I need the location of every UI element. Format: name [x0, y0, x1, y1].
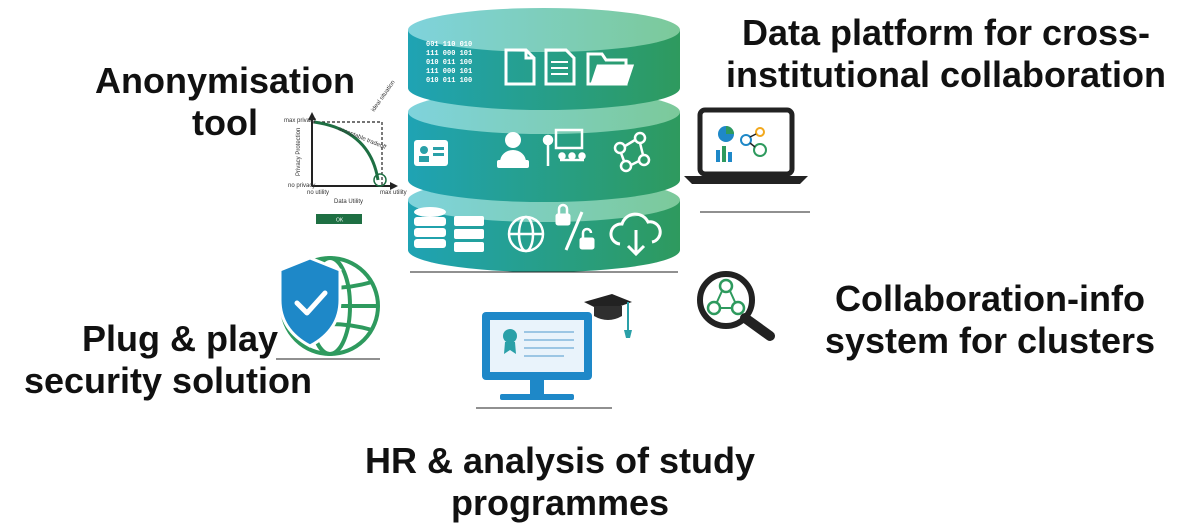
plug-play-security-label: Plug & play security solution	[8, 318, 328, 402]
x-axis-label: Data Utility	[334, 199, 363, 205]
presenter-icon	[542, 128, 586, 166]
top-disc: 001 110 010 111 000 101 010 011 100 111 …	[408, 8, 680, 110]
label-line: system for clusters	[824, 320, 1156, 361]
search-network-icon	[697, 271, 775, 341]
label-line: security solution	[23, 360, 313, 401]
label-line: HR & analysis of study	[364, 440, 756, 481]
developer-icon	[497, 132, 529, 168]
laptop-analytics-icon	[684, 107, 810, 213]
binary-line: 111 000 101	[426, 50, 472, 58]
shield-globe-icon	[276, 256, 380, 360]
max-privacy-label: max privacy	[284, 118, 316, 124]
monitor-certificate-icon	[476, 312, 612, 409]
label-line: institutional collaboration	[726, 54, 1166, 95]
text-document-icon	[544, 48, 576, 86]
binary-line: 001 110 010	[426, 41, 472, 49]
data-platform-label: Data platform for cross- institutional c…	[706, 12, 1186, 96]
id-card-icon	[414, 140, 448, 166]
max-utility-label: max utility	[380, 190, 407, 196]
label-line: Collaboration-info	[835, 278, 1145, 319]
binary-line: 010 011 100	[426, 59, 472, 67]
tradeoff-curve	[313, 120, 380, 181]
ok-button-label: OK	[336, 218, 344, 224]
hr-analysis-label: HR & analysis of study programmes	[330, 440, 790, 524]
collaboration-info-label: Collaboration-info system for clusters	[800, 278, 1180, 362]
ok-button	[316, 214, 362, 224]
binary-line: 111 000 101	[426, 68, 472, 76]
folder-icon	[586, 52, 635, 86]
globe-icon	[507, 215, 545, 253]
database-stack: 001 110 010 111 000 101 010 011 100 111 …	[408, 8, 680, 273]
binary-code-icon: 001 110 010 111 000 101 010 011 100 111 …	[426, 41, 472, 85]
anonymisation-tool-label: Anonymisation tool	[60, 60, 390, 144]
y-axis-label: Privacy Protection	[296, 128, 302, 176]
server-icon	[454, 216, 484, 252]
cloud-download-icon	[609, 212, 662, 257]
label-line: programmes	[450, 482, 670, 523]
graduation-cap-icon	[584, 294, 632, 338]
binary-line: 010 011 100	[426, 77, 472, 85]
label-line: Anonymisation	[94, 60, 355, 101]
database-icon	[414, 207, 446, 248]
label-line: Plug & play	[81, 318, 278, 359]
no-privacy-label: no privacy	[288, 183, 315, 189]
label-line: Data platform for cross-	[741, 12, 1151, 53]
no-utility-label: no utility	[307, 190, 329, 196]
lock-unlock-icon	[555, 203, 595, 251]
network-icon	[613, 131, 651, 173]
document-icon	[504, 48, 536, 86]
label-line: tool	[192, 102, 258, 143]
